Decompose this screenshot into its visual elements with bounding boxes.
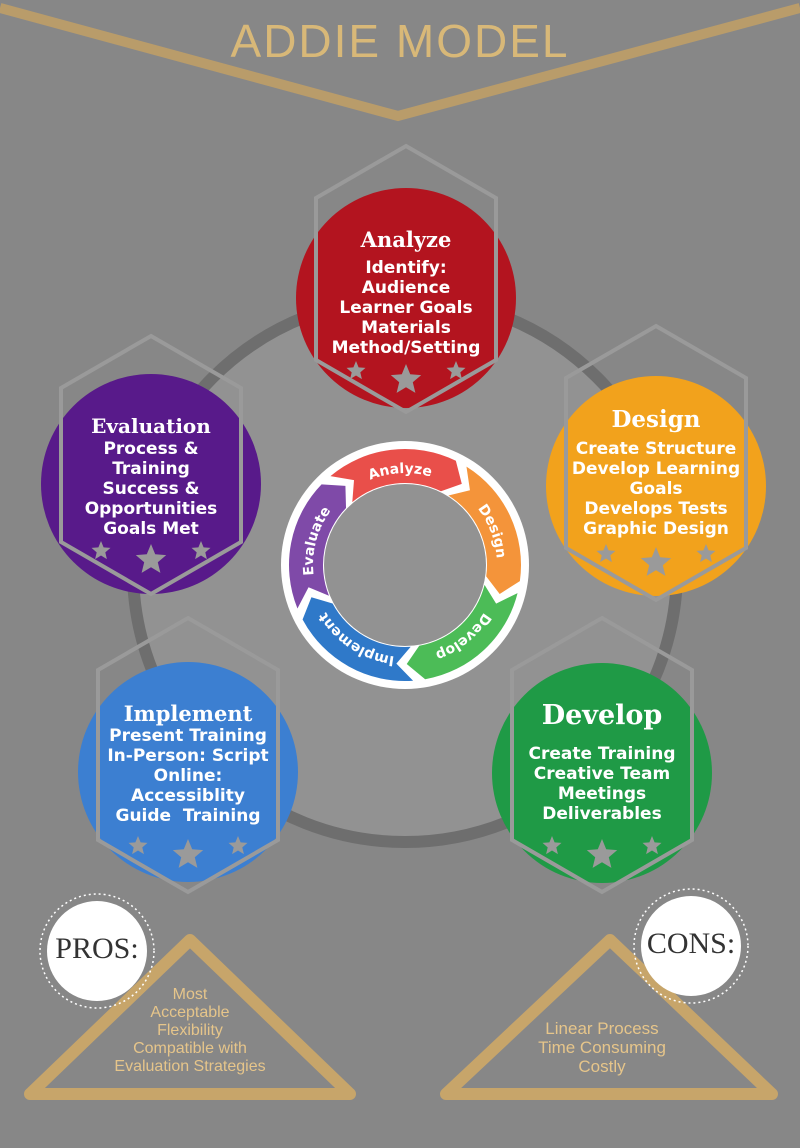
pros-item: Evaluation Strategies [114,1058,266,1075]
implement-line: Present Training [109,726,267,746]
star-icon [346,361,366,380]
analyze-line: Method/Setting [331,338,481,358]
cons-badge [633,888,749,1004]
design-line: Create Structure [575,439,737,459]
implement-line: In-Person: Script [107,746,269,766]
star-icon [228,836,248,855]
star-icon [696,544,716,563]
implement-title: Implement [123,701,253,726]
star-icon [390,364,422,393]
design-line: Goals [629,479,683,499]
evaluation-line: Success & [102,479,200,499]
pros-item: Compatible with [133,1040,247,1057]
star-icon [596,544,616,563]
cons-triangle [440,934,778,1100]
star-icon [446,361,466,380]
analyze-title: Analyze [360,227,452,252]
star-icon [135,544,167,573]
pros-item: Flexibility [157,1022,223,1039]
pros-label: PROS: [55,932,139,965]
develop-title: Develop [541,700,663,731]
pros-triangle [24,934,356,1100]
design-line: Develops Tests [584,499,728,519]
design-body: Create Structure Develop Learning Goals … [541,439,771,539]
develop-line: Creative Team [533,764,671,784]
cons-list: Linear Process Time Consuming Costly [502,1019,702,1076]
cycle-analyze-segment [330,449,462,503]
star-icon [586,839,618,868]
analyze-line: Audience [361,278,451,298]
develop-body: Create Training Creative Team Meetings D… [502,744,702,824]
design-node [546,323,766,603]
design-title: Design [611,406,701,433]
evaluation-line: Opportunities [84,499,218,519]
evaluation-title: Evaluation [91,414,211,438]
implement-line: Guide Training [115,806,261,826]
evaluation-line: Goals Met [103,519,199,539]
develop-line: Deliverables [542,804,662,824]
cycle-design-segment [448,466,521,594]
star-icon [642,836,662,855]
analyze-body: Identify: Audience Learner Goals Materia… [306,258,506,358]
page-title: ADDIE MODEL [230,15,570,67]
star-icons [91,361,716,868]
top-chevron [0,3,800,122]
star-icon [640,547,672,576]
pros-item: Acceptable [150,1004,230,1021]
star-icon [91,541,111,560]
cons-label: CONS: [646,927,736,960]
star-icon [128,836,148,855]
pros-list: Most Acceptable Flexibility Compatible w… [90,986,290,1076]
cycle-implement-segment [302,597,414,681]
star-icon [172,839,204,868]
evaluation-line: Process & [103,439,199,459]
implement-node [78,615,298,895]
cycle-center [324,484,486,646]
cons-item: Time Consuming [538,1038,666,1057]
analyze-line: Identify: [365,258,447,278]
analyze-line: Materials [361,318,451,338]
cycle-develop-segment [406,584,518,680]
star-icon [542,836,562,855]
cons-item: Costly [578,1057,626,1076]
cycle-evaluate-segment [289,484,347,609]
pros-badge [39,893,155,1009]
evaluation-node [41,333,261,597]
pros-item: Most [172,986,208,1003]
implement-line: Online: [153,766,223,786]
implement-line: Accessiblity [131,786,245,806]
analyze-line: Learner Goals [339,298,473,318]
design-line: Graphic Design [583,519,729,539]
cons-item: Linear Process [545,1019,659,1038]
develop-line: Create Training [528,744,676,764]
evaluation-line: Training [112,459,190,479]
develop-node [492,615,712,895]
develop-line: Meetings [557,784,647,804]
implement-body: Present Training In-Person: Script Onlin… [78,726,298,826]
evaluation-body: Process & Training Success & Opportuniti… [51,439,251,539]
design-line: Develop Learning [571,459,741,479]
star-icon [191,541,211,560]
analyze-node [296,143,516,415]
